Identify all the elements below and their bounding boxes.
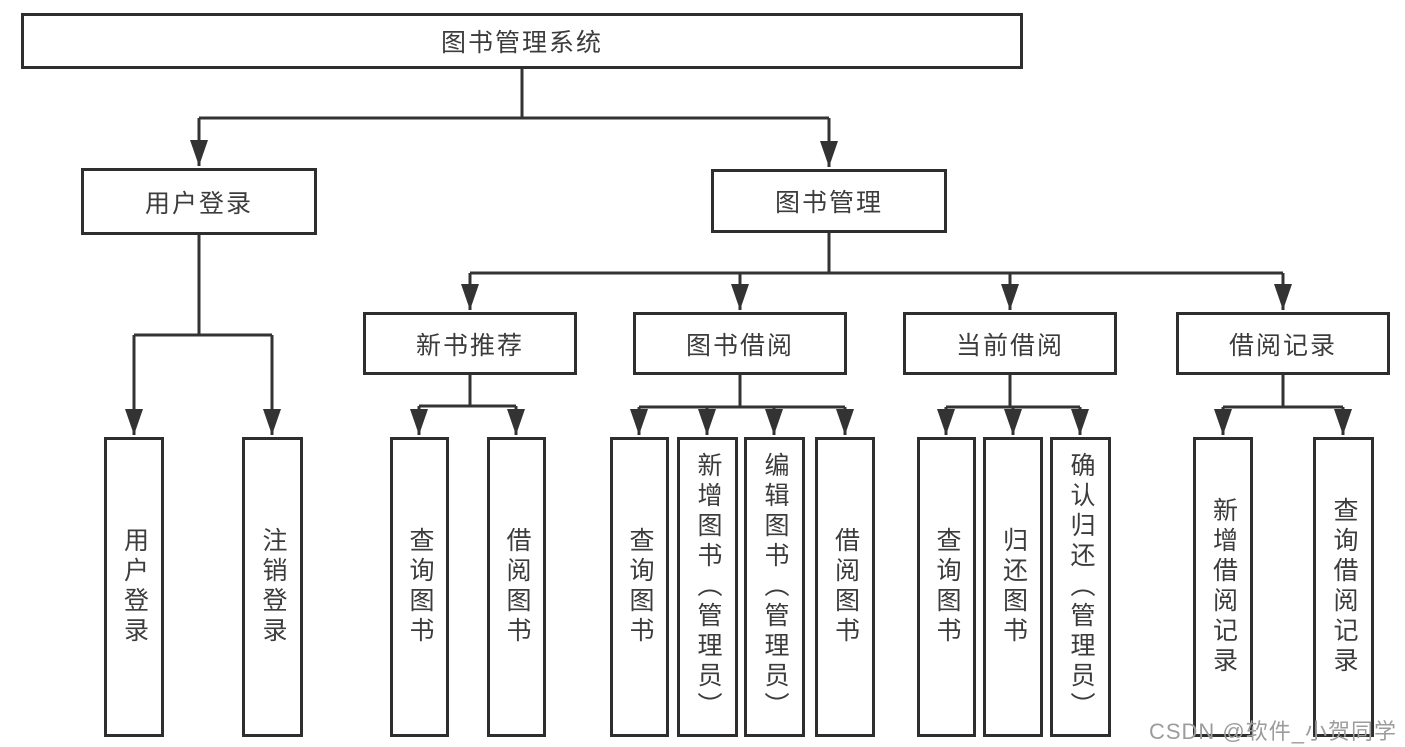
node-new-book-recommendation: 新书推荐: [363, 312, 577, 375]
node-current-borrowing-label: 当前借阅: [955, 331, 1064, 360]
leaf-add-books-admin: 新增图书（管理员）: [677, 437, 738, 737]
leaf-return-books-label: 归还图书: [999, 527, 1028, 647]
leaf-add-borrow-record: 新增借阅记录: [1193, 437, 1253, 737]
leaf-borrow-books-newrec-label: 借阅图书: [503, 527, 531, 647]
leaf-query-books-borrow: 查询图书: [610, 437, 669, 737]
leaf-confirm-return-admin-label: 确认归还（管理员）: [1067, 452, 1095, 722]
leaf-edit-books-admin: 编辑图书（管理员）: [744, 437, 805, 737]
leaf-query-books-newrec: 查询图书: [390, 437, 449, 737]
leaf-borrow-books-label: 借阅图书: [831, 527, 860, 647]
leaf-add-books-admin-label: 新增图书（管理员）: [694, 452, 722, 722]
node-borrowing-records-label: 借阅记录: [1228, 331, 1337, 360]
node-book-management: 图书管理: [711, 169, 947, 233]
leaf-query-books-borrow-label: 查询图书: [626, 527, 654, 647]
leaf-query-books-current-label: 查询图书: [933, 527, 961, 647]
node-book-borrowing-label: 图书借阅: [685, 331, 794, 360]
leaf-query-borrow-record: 查询借阅记录: [1313, 437, 1374, 737]
node-root-label: 图书管理系统: [440, 29, 603, 57]
leaf-borrow-books: 借阅图书: [815, 437, 875, 737]
leaf-return-books: 归还图书: [983, 437, 1043, 737]
node-current-borrowing: 当前借阅: [903, 312, 1117, 375]
leaf-query-borrow-record-label: 查询借阅记录: [1330, 497, 1358, 677]
leaf-logout-label: 注销登录: [259, 527, 287, 647]
leaf-edit-books-admin-label: 编辑图书（管理员）: [761, 452, 789, 722]
csdn-watermark: CSDN @软件_小贺同学: [1148, 719, 1397, 744]
node-book-management-label: 图书管理: [774, 189, 883, 217]
leaf-add-borrow-record-label: 新增借阅记录: [1209, 497, 1238, 677]
leaf-user-login-label: 用户登录: [120, 527, 149, 647]
leaf-confirm-return-admin: 确认归还（管理员）: [1050, 437, 1111, 737]
leaf-borrow-books-newrec: 借阅图书: [487, 437, 546, 737]
leaf-query-books-current: 查询图书: [917, 437, 976, 737]
leaf-user-login: 用户登录: [104, 437, 164, 737]
node-new-book-recommendation-label: 新书推荐: [415, 331, 524, 360]
node-borrowing-records: 借阅记录: [1176, 312, 1390, 375]
node-user-login: 用户登录: [81, 168, 317, 235]
node-user-login-label: 用户登录: [144, 189, 253, 218]
node-book-borrowing: 图书借阅: [633, 312, 847, 375]
leaf-query-books-newrec-label: 查询图书: [406, 527, 434, 647]
node-root: 图书管理系统: [21, 13, 1023, 69]
leaf-logout: 注销登录: [242, 437, 303, 737]
